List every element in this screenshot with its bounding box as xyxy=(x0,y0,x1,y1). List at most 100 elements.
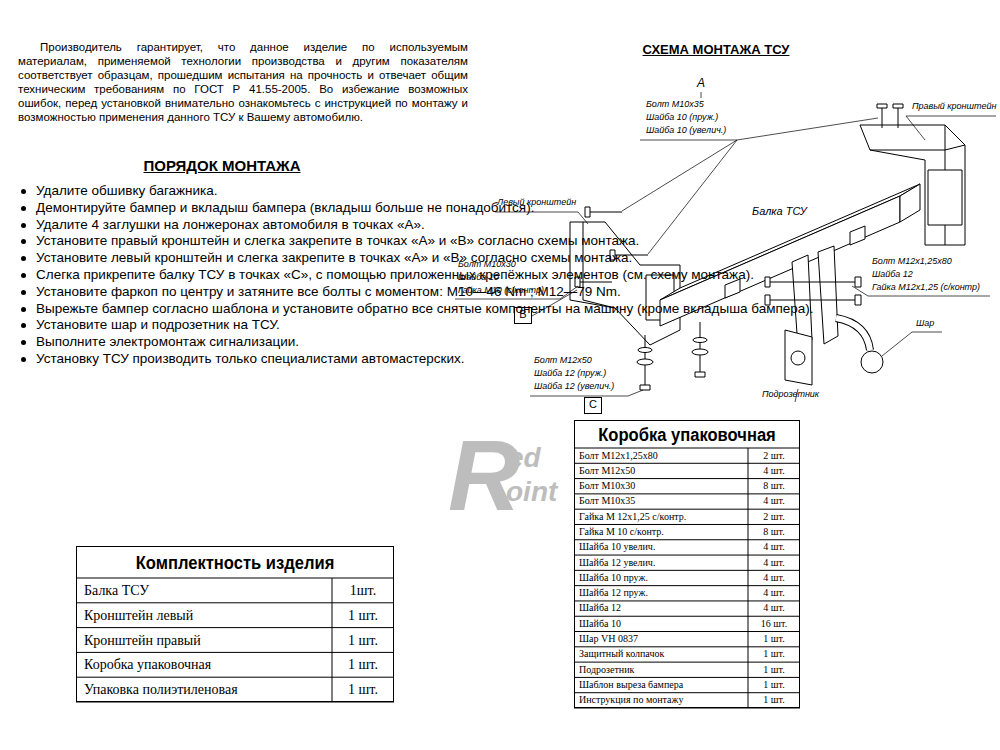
label-holder: Шайба 10 xyxy=(579,618,621,630)
bolt-head xyxy=(585,207,590,217)
table-rule xyxy=(574,677,800,678)
table-rule xyxy=(574,448,800,449)
table-rule xyxy=(332,578,333,702)
list-item: Установите шар и подрозетник на ТСУ. xyxy=(18,317,440,334)
label-holder: Балка ТСУ xyxy=(752,204,807,218)
label-holder: 4 шт. xyxy=(774,587,795,599)
label-holder: Болт М10х30 xyxy=(458,259,516,271)
bullet-dot xyxy=(21,357,26,362)
label-holder: Инструкция по монтажу xyxy=(579,694,683,706)
bolt xyxy=(898,108,899,128)
table-cell: Болт М10х35 xyxy=(579,495,635,507)
label-holder: Производитель гарантирует, что данное из… xyxy=(18,40,468,124)
leader-line xyxy=(737,118,878,140)
table-frame: Комплектность изделия xyxy=(76,546,394,702)
callout-label: Гайка М12х1,25 (с/контр) xyxy=(872,282,980,294)
table-rule xyxy=(574,463,800,464)
table-cell: 1 шт. xyxy=(348,632,378,650)
instruction-step: Установите правый кронштейн и слегка зак… xyxy=(36,233,440,250)
label-holder: Шар VH 0837 xyxy=(579,633,638,645)
label-holder: Шайба 12 (пруж.) xyxy=(534,368,606,380)
bracket-tube xyxy=(928,170,962,225)
callout-label: Гайка М10 (с/контр) xyxy=(458,285,544,297)
beam-lug xyxy=(725,279,740,298)
leader-line xyxy=(530,396,628,397)
instruction-step: Установку ТСУ производить только специал… xyxy=(36,351,440,368)
leader-line xyxy=(455,299,560,300)
point-marker-box: В xyxy=(514,307,532,324)
instruction-step: Установите левый кронштейн и слегка закр… xyxy=(36,250,440,267)
label-holder: Болт М12х1,25х80 xyxy=(872,256,952,268)
label-holder: 4 шт. xyxy=(774,572,795,584)
label-holder: 1 шт. xyxy=(363,607,393,625)
instruction-step: Установите фаркоп по центру и затяните в… xyxy=(36,284,440,301)
label-holder: 1шт. xyxy=(363,582,389,600)
table-rule xyxy=(574,524,800,525)
bolt xyxy=(580,282,612,283)
label-holder: Гайка М10 (с/контр) xyxy=(458,285,544,297)
table-cell: Кронштейн левый xyxy=(84,607,193,625)
leader-line xyxy=(628,390,643,396)
bracket-edge xyxy=(870,145,965,150)
bolt-head xyxy=(877,104,887,108)
table-cell: Болт М10х30 xyxy=(579,480,635,492)
label-holder: Болт М10х35 xyxy=(579,495,635,507)
table-cell: 8 шт. xyxy=(763,480,784,492)
bullet-dot xyxy=(21,223,26,228)
watermark: oint xyxy=(506,474,557,510)
table-cell: 2 шт. xyxy=(763,450,784,462)
bolt xyxy=(700,322,701,372)
callout-label: Шайба 12 xyxy=(872,269,913,281)
table-cell: Болт М12х1,25х80 xyxy=(579,450,658,462)
label-holder: 4 шт. xyxy=(774,465,795,477)
leader-line xyxy=(495,212,578,213)
label-holder: Шайба 10 пруж. xyxy=(579,572,648,584)
bullet-dot xyxy=(21,239,26,244)
list-item: Удалите обшивку багажника. xyxy=(18,183,440,200)
table-cell: 4 шт. xyxy=(763,557,784,569)
table-rule xyxy=(574,616,800,617)
table-heading: Коробка упаковочная xyxy=(584,421,790,449)
table-cell: 16 шт. xyxy=(761,618,787,630)
leader-line xyxy=(912,332,942,333)
bullet-dot xyxy=(21,340,26,345)
bullet-dot xyxy=(21,323,26,328)
label-holder: Коробка упаковочная xyxy=(84,656,211,674)
table-rule xyxy=(574,539,800,540)
label-holder: Болт М12х1,25х80 xyxy=(579,450,658,462)
bullet-dot xyxy=(21,290,26,295)
list-item: Вырежьте бампер согласно шаблона и устан… xyxy=(18,301,440,318)
callout-label: Подрозетник xyxy=(762,389,819,401)
table-cell: 4 шт. xyxy=(763,465,784,477)
table-cell: Шайба 12 увелич. xyxy=(579,557,655,569)
instruction-step: Установите шар и подрозетник на ТСУ. xyxy=(36,317,440,334)
list-item: Установите правый кронштейн и слегка зак… xyxy=(18,233,440,250)
callout-label: Шайба 10 (увелич.) xyxy=(646,125,726,137)
instruction-step: Демонтируйте бампер и вкладыш бампера (в… xyxy=(36,200,440,217)
table-rule xyxy=(748,448,749,708)
bolt-head xyxy=(893,104,903,108)
point-letter: С xyxy=(585,398,601,411)
parts xyxy=(570,104,965,390)
table-heading: Комплектность изделия xyxy=(90,547,381,579)
socket-plate xyxy=(785,330,812,385)
list-item: Выполните электромонтаж сигнализации. xyxy=(18,334,440,351)
table-rule xyxy=(574,692,800,693)
table-rule xyxy=(574,600,800,601)
table-cell: 1 шт. xyxy=(763,633,784,645)
table-cell: 4 шт. xyxy=(763,602,784,614)
label-holder: 1 шт. xyxy=(774,679,795,691)
leader-line xyxy=(906,116,925,140)
list-item: Установите фаркоп по центру и затяните в… xyxy=(18,284,440,301)
label-holder: 1 шт. xyxy=(774,694,795,706)
table-rule xyxy=(574,555,800,556)
label-holder: Левый кронштейн xyxy=(497,197,576,209)
callout-label: Болт М12х50 xyxy=(534,355,592,367)
ball-mount-plate xyxy=(818,246,838,344)
bolt xyxy=(770,300,860,301)
label-holder: 2 шт. xyxy=(774,511,795,523)
label-holder: Болт М10х30 xyxy=(579,480,635,492)
table-cell: 1 шт. xyxy=(348,681,378,699)
label-holder: Шайба 12 xyxy=(872,269,913,281)
label-holder: Шайба 12 увелич. xyxy=(579,557,655,569)
